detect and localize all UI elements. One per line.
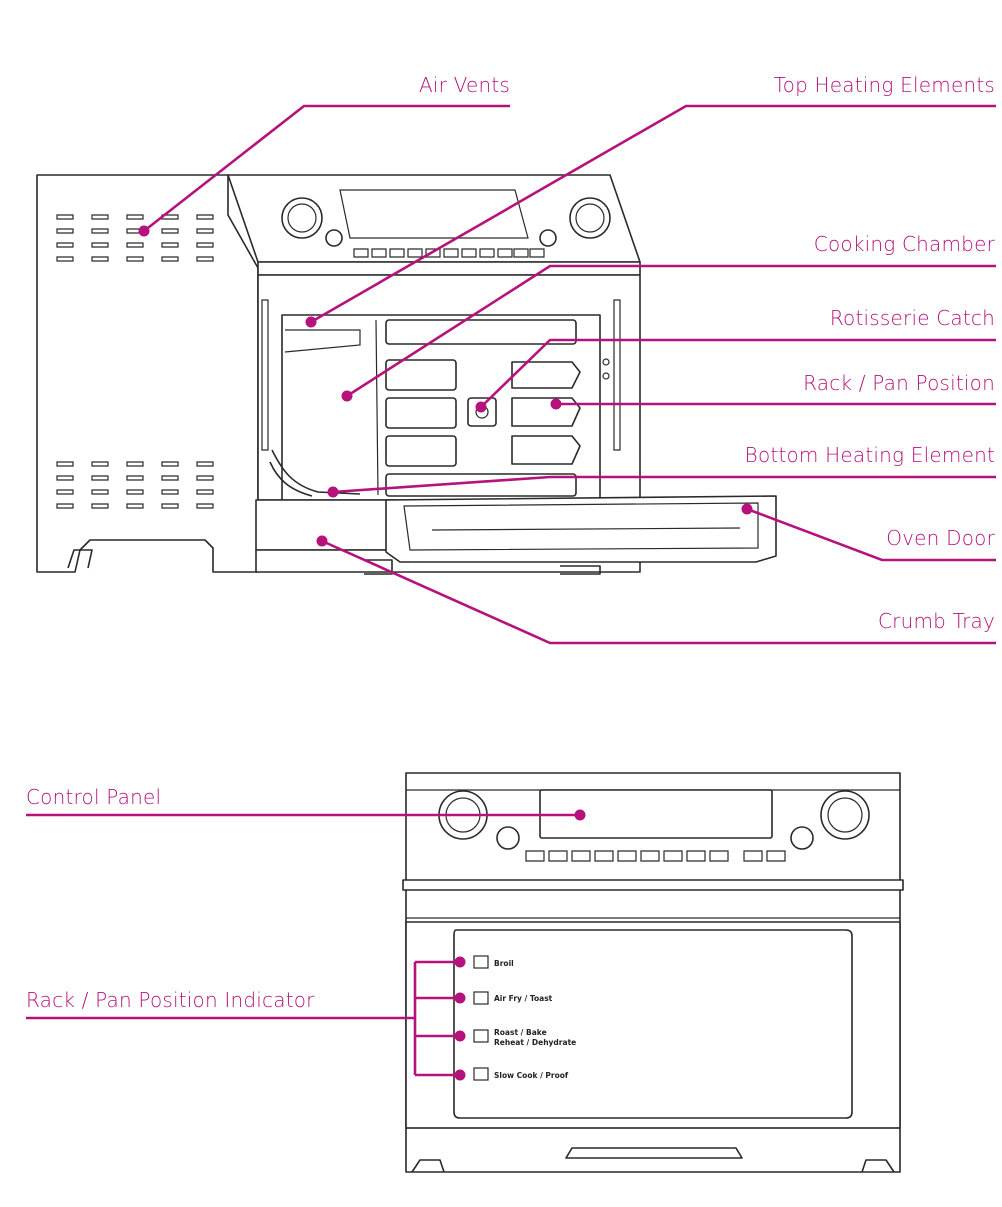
- label-top-heating-elements: Top Heating Elements: [774, 73, 995, 97]
- label-crumb-tray: Crumb Tray: [878, 609, 995, 633]
- label-air-vents: Air Vents: [419, 73, 510, 97]
- callout-dot-top-heating: [305, 316, 317, 328]
- label-rack-pan-position-indicator: Rack / Pan Position Indicator: [26, 988, 315, 1012]
- bottom-heating-coil-2: [269, 461, 313, 497]
- callout-dot-oven-door: [741, 503, 753, 515]
- callout-dot-cooking-chamber: [341, 390, 353, 402]
- frame-right-slot: [613, 299, 621, 451]
- right-dial-rim: [575, 203, 605, 233]
- door-handle-groove: [431, 527, 741, 531]
- chamber-screw: [602, 358, 610, 366]
- label-rack-pan-position: Rack / Pan Position: [803, 371, 995, 395]
- indicator-air-fry-toast: Air Fry / Toast: [494, 994, 553, 1003]
- display-window: [339, 189, 529, 239]
- label-oven-door: Oven Door: [886, 526, 995, 550]
- label-cooking-chamber: Cooking Chamber: [814, 232, 996, 256]
- indicator-boxes: [473, 955, 489, 1081]
- callout-dot-air-vents: [138, 225, 150, 237]
- left-dial-rim: [287, 203, 317, 233]
- front-panel-lip: [402, 879, 904, 891]
- callout-dot-rack-pan-position: [550, 398, 562, 410]
- front-feet: [411, 1159, 895, 1173]
- side-vents-upper: [56, 214, 214, 262]
- door-window: [403, 502, 759, 551]
- panel-lip: [257, 261, 641, 276]
- front-left-small-knob: [496, 826, 520, 850]
- callout-dot-air-fry: [454, 992, 466, 1004]
- front-handle-tab: [565, 1147, 743, 1159]
- oven-front-illustration: Broil Air Fry / Toast Roast / Bake Rehea…: [402, 772, 904, 1173]
- chamber-left-wall: [284, 329, 361, 353]
- base-foot-right: [560, 565, 601, 575]
- side-vents-lower: [56, 461, 214, 509]
- callout-cooking-chamber: [346, 264, 996, 398]
- label-rotisserie-catch: Rotisserie Catch: [830, 306, 995, 330]
- bottom-heating-coil: [271, 449, 361, 495]
- callout-dot-slow-cook: [454, 1069, 466, 1081]
- indicator-slow-cook-proof: Slow Cook / Proof: [494, 1071, 569, 1080]
- oven-side-panel: [36, 174, 259, 573]
- indicator-reheat-dehydrate: Reheat / Dehydrate: [494, 1038, 576, 1047]
- frame-left-slot: [261, 299, 269, 451]
- base-foot-left: [364, 559, 393, 575]
- callout-dot-control-panel: [574, 809, 586, 821]
- callout-dot-rotisserie-catch: [475, 401, 487, 413]
- left-small-knob: [325, 229, 343, 247]
- callout-oven-door: [746, 507, 996, 562]
- front-door-window: [453, 929, 853, 1119]
- callout-crumb-tray: [321, 539, 996, 645]
- label-bottom-heating-element: Bottom Heating Element: [745, 443, 995, 467]
- callout-air-vents: [143, 104, 510, 233]
- label-group: Air Vents Top Heating Elements Cooking C…: [26, 73, 996, 1012]
- callout-bottom-heating: [332, 475, 996, 494]
- rack-slots-right: [511, 361, 581, 465]
- callout-rotisserie-catch: [480, 338, 996, 408]
- indicator-roast-bake: Roast / Bake: [494, 1028, 547, 1037]
- right-small-knob: [539, 229, 557, 247]
- front-right-small-knob: [790, 826, 814, 850]
- callout-dot-crumb-tray: [316, 535, 328, 547]
- chamber-screw: [602, 372, 610, 380]
- side-foot: [67, 549, 93, 569]
- front-right-dial-rim: [827, 797, 863, 833]
- callouts: [26, 104, 996, 1081]
- label-control-panel: Control Panel: [26, 785, 161, 809]
- oven-open-illustration: [36, 174, 777, 575]
- indicator-broil: Broil: [494, 959, 514, 968]
- callout-dot-broil: [454, 956, 466, 968]
- callout-dot-bottom-heating: [327, 486, 339, 498]
- callout-top-heating: [310, 104, 996, 324]
- chamber-back-wall: [375, 319, 379, 496]
- front-panel-buttons: [525, 850, 786, 862]
- callout-dot-roast: [454, 1030, 466, 1042]
